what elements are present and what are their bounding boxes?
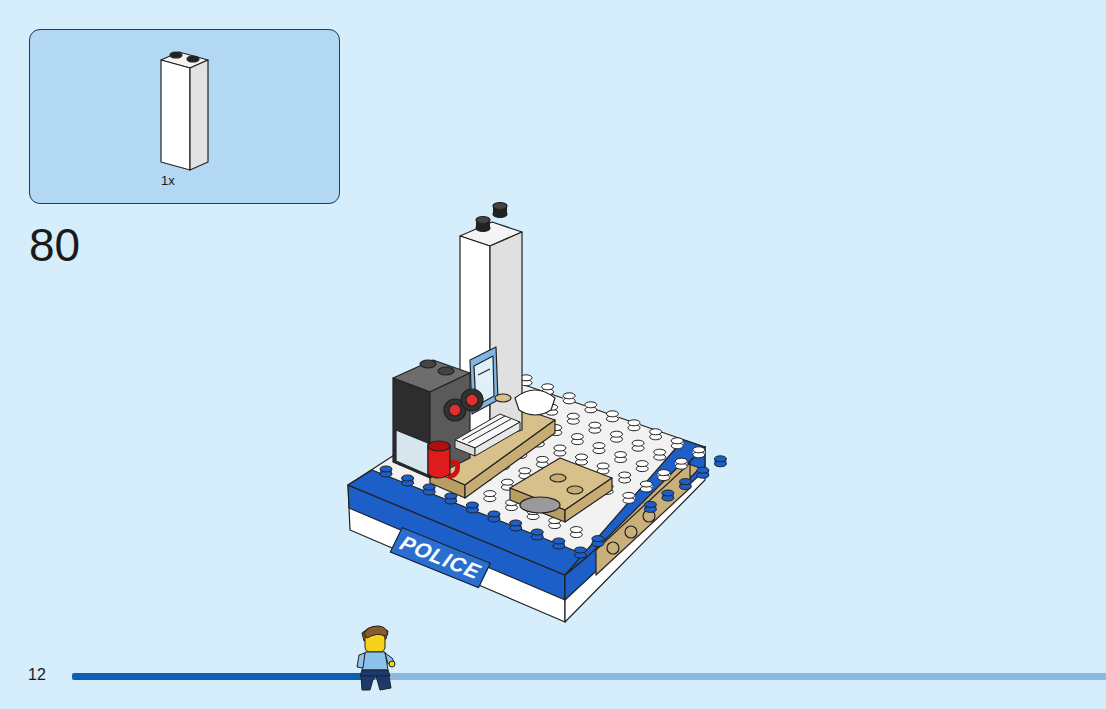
stud <box>611 431 623 442</box>
stud <box>644 501 656 512</box>
minifig <box>357 626 395 690</box>
stud <box>571 434 583 445</box>
stud <box>650 429 662 440</box>
progress-fill <box>72 673 376 680</box>
stud <box>671 438 683 449</box>
stud <box>654 449 666 460</box>
stud <box>592 536 604 547</box>
stud <box>585 402 597 413</box>
stud <box>714 456 726 467</box>
stud <box>606 411 618 422</box>
stud <box>623 492 635 503</box>
stud <box>510 520 522 531</box>
mug <box>428 441 458 478</box>
stud <box>693 447 705 458</box>
part-count: 1x <box>161 173 175 188</box>
stud <box>423 484 435 495</box>
callout-fill <box>29 29 340 204</box>
stud <box>589 422 601 433</box>
stud <box>640 481 652 492</box>
stud <box>563 393 575 404</box>
stud <box>554 445 566 456</box>
stud <box>567 413 579 424</box>
stud <box>628 420 640 431</box>
stud <box>380 466 392 477</box>
stud <box>576 454 588 465</box>
coffee-machine <box>393 360 483 478</box>
stud <box>445 493 457 504</box>
stud <box>593 443 605 454</box>
stud <box>402 475 414 486</box>
stud <box>484 491 496 502</box>
parts-callout: 1x <box>29 29 340 204</box>
stud <box>697 467 709 478</box>
step-number: 80 <box>29 218 80 272</box>
part-brick <box>161 52 208 170</box>
stud <box>615 452 627 463</box>
cup <box>495 390 555 415</box>
stud <box>466 502 478 513</box>
keyboard <box>455 414 520 456</box>
stud <box>619 472 631 483</box>
stud <box>574 547 586 558</box>
stud <box>675 458 687 469</box>
stud <box>531 529 543 540</box>
stud <box>553 538 565 549</box>
stud <box>658 470 670 481</box>
stud <box>488 511 500 522</box>
stud <box>632 440 644 451</box>
stud <box>679 479 691 490</box>
police-sticker: POLICE <box>390 527 491 588</box>
progress-track <box>72 673 1106 680</box>
page-number: 12 <box>28 666 46 684</box>
stud <box>636 461 648 472</box>
stud <box>662 490 674 501</box>
stud <box>570 527 582 538</box>
pillar-brick <box>460 203 522 441</box>
